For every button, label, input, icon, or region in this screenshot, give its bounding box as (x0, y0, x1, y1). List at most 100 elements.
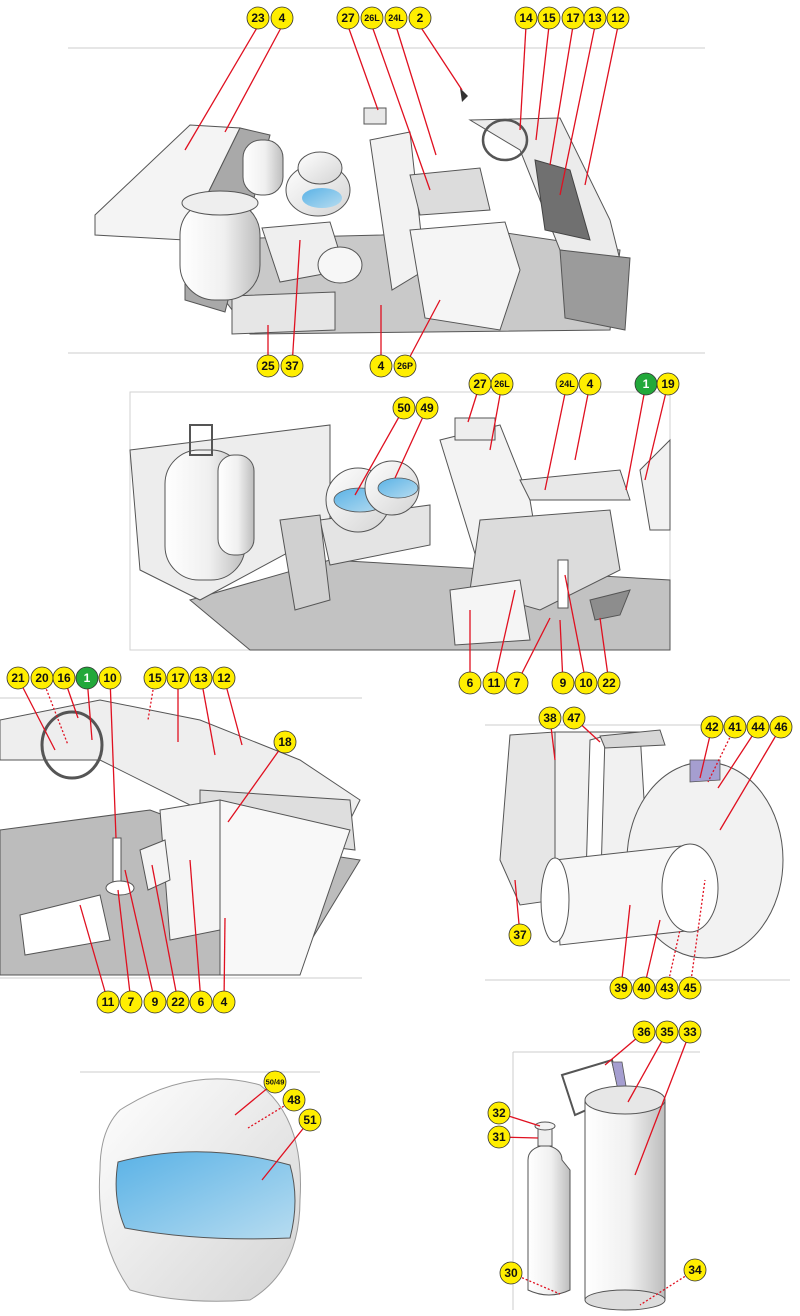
svg-text:50/49: 50/49 (266, 1078, 285, 1087)
svg-text:26L: 26L (494, 379, 510, 389)
label-badge: 30 (499, 1261, 523, 1285)
svg-text:24L: 24L (559, 379, 575, 389)
svg-text:37: 37 (513, 928, 527, 942)
label-badge: 22 (597, 671, 621, 695)
label-badge: 9 (551, 671, 575, 695)
label-badge: 27 (468, 372, 492, 396)
label-badge: 16 (52, 666, 76, 690)
label-badge: 37 (508, 923, 532, 947)
label-badge: 24L (555, 372, 579, 396)
svg-text:13: 13 (194, 671, 208, 685)
panel-pod-detail: 38 47 42 41 44 46 37 39 40 43 45 (485, 706, 793, 1000)
svg-text:11: 11 (102, 995, 115, 1009)
label-badge: 42 (700, 715, 724, 739)
svg-text:7: 7 (514, 676, 521, 690)
label-badge: 23 (246, 6, 270, 30)
label-badge: 44 (746, 715, 770, 739)
label-badge: 13 (189, 666, 213, 690)
svg-text:6: 6 (198, 995, 205, 1009)
svg-text:46: 46 (774, 720, 788, 734)
panel-tanks-detail: 36 35 33 32 31 30 34 (487, 1020, 707, 1311)
label-badge: 33 (678, 1020, 702, 1044)
label-badge: 50/49 (263, 1070, 287, 1094)
label-badge: 51 (298, 1108, 322, 1132)
svg-text:12: 12 (217, 671, 231, 685)
label-badge: 15 (537, 6, 561, 30)
label-badge: 7 (505, 671, 529, 695)
label-badge: 6 (189, 990, 213, 1014)
svg-text:17: 17 (566, 11, 580, 25)
svg-text:27: 27 (341, 11, 355, 25)
svg-text:2: 2 (417, 11, 424, 25)
svg-text:48: 48 (287, 1093, 301, 1107)
svg-text:42: 42 (705, 720, 719, 734)
panel-helmet-detail: 50/49 48 51 (80, 1070, 322, 1302)
label-badge: 11 (96, 990, 120, 1014)
label-badge: 34 (683, 1258, 707, 1282)
label-badge: 45 (678, 976, 702, 1000)
label-badge: 37 (280, 354, 304, 378)
svg-text:4: 4 (221, 995, 228, 1009)
svg-text:18: 18 (278, 735, 292, 749)
svg-text:39: 39 (614, 981, 628, 995)
svg-text:26P: 26P (397, 361, 413, 371)
label-badge: 13 (583, 6, 607, 30)
svg-text:45: 45 (683, 981, 697, 995)
label-badge: 48 (282, 1088, 306, 1112)
label-badge: 32 (487, 1101, 511, 1125)
svg-text:10: 10 (103, 671, 117, 685)
label-badge: 17 (166, 666, 190, 690)
label-badge: 19 (656, 372, 680, 396)
label-badge: 10 (574, 671, 598, 695)
label-badge: 22 (166, 990, 190, 1014)
svg-text:4: 4 (279, 11, 286, 25)
svg-text:1: 1 (84, 671, 91, 685)
svg-text:23: 23 (251, 11, 265, 25)
svg-text:36: 36 (637, 1025, 651, 1039)
svg-text:40: 40 (637, 981, 651, 995)
svg-text:11: 11 (488, 676, 501, 690)
svg-text:33: 33 (683, 1025, 697, 1039)
svg-text:21: 21 (11, 671, 25, 685)
label-badge: 26P (393, 354, 417, 378)
svg-text:51: 51 (303, 1113, 317, 1127)
svg-text:14: 14 (519, 11, 533, 25)
label-badge-green: 1 (75, 666, 99, 690)
svg-text:24L: 24L (388, 13, 404, 23)
label-badge: 41 (723, 715, 747, 739)
svg-text:43: 43 (660, 981, 674, 995)
label-badge: 18 (273, 730, 297, 754)
label-badge: 11 (482, 671, 506, 695)
label-badge: 12 (606, 6, 630, 30)
svg-text:49: 49 (420, 401, 434, 415)
svg-text:16: 16 (57, 671, 71, 685)
label-badge: 17 (561, 6, 585, 30)
label-badge: 4 (212, 990, 236, 1014)
label-badge: 7 (119, 990, 143, 1014)
label-badge: 15 (143, 666, 167, 690)
label-badge: 20 (30, 666, 54, 690)
svg-text:27: 27 (473, 377, 487, 391)
svg-text:50: 50 (397, 401, 411, 415)
svg-text:7: 7 (128, 995, 135, 1009)
svg-text:20: 20 (35, 671, 49, 685)
label-badge: 36 (632, 1020, 656, 1044)
label-badge: 39 (609, 976, 633, 1000)
label-badge: 14 (514, 6, 538, 30)
svg-text:41: 41 (728, 720, 742, 734)
svg-text:15: 15 (542, 11, 556, 25)
label-badge: 6 (458, 671, 482, 695)
label-badge: 35 (655, 1020, 679, 1044)
label-badge: 26L (360, 6, 384, 30)
svg-text:31: 31 (492, 1130, 506, 1144)
svg-text:22: 22 (171, 995, 185, 1009)
label-badge: 38 (538, 706, 562, 730)
label-badge: 43 (655, 976, 679, 1000)
label-badge: 25 (256, 354, 280, 378)
label-badge: 12 (212, 666, 236, 690)
svg-text:6: 6 (467, 676, 474, 690)
svg-text:4: 4 (587, 377, 594, 391)
panel-overall-view: 23 4 27 26L 24L 2 14 15 17 13 12 25 37 4… (68, 6, 705, 378)
label-badge: 10 (98, 666, 122, 690)
